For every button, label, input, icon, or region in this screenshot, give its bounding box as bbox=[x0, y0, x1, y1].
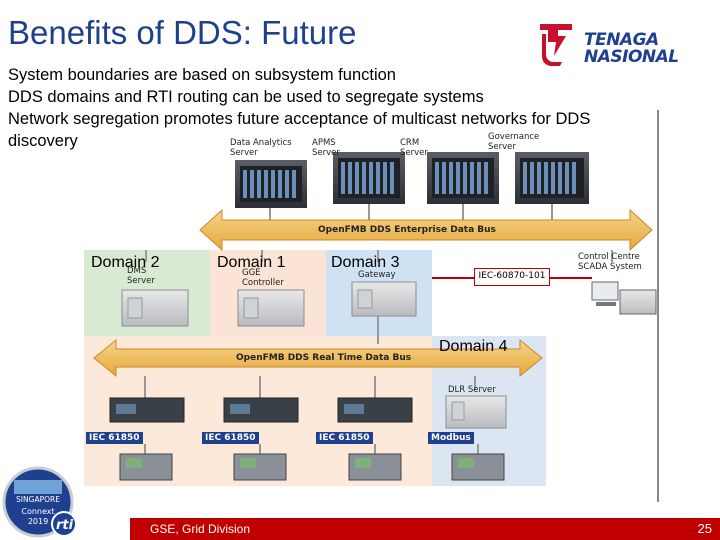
connext-2019-badge: SINGAPORE Connext 2019 rti bbox=[0, 462, 84, 540]
badge-line-2: Connext bbox=[21, 507, 55, 516]
scada-workstation-icon bbox=[591, 281, 657, 315]
logo-line-1: TENAGA bbox=[584, 30, 659, 50]
badge-line-1: SINGAPORE bbox=[16, 495, 60, 504]
bullet-1: System boundaries are based on subsystem… bbox=[8, 66, 396, 84]
tenaga-nasional-logo: TENAGA NASIONAL bbox=[536, 18, 686, 78]
page-number: 25 bbox=[697, 521, 712, 536]
iec-60870-box: IEC-60870-101 bbox=[474, 268, 550, 286]
realtime-bus-arrow bbox=[93, 338, 543, 378]
bullet-3: Network segregation promotes future acce… bbox=[8, 110, 591, 150]
controller-icon bbox=[237, 289, 305, 327]
domain-2-label: Domain 2 bbox=[91, 254, 160, 271]
bullet-list: System boundaries are based on subsystem… bbox=[8, 64, 658, 152]
protocol-tag-2: IEC 61850 bbox=[202, 432, 259, 444]
dlr-server-icon bbox=[445, 395, 507, 429]
relay-4-icon bbox=[451, 453, 505, 481]
domain-3-label: Domain 3 bbox=[331, 254, 400, 271]
rack-server-4-icon bbox=[515, 152, 589, 204]
dms-server-label: DMS Server bbox=[127, 266, 155, 286]
tnb-emblem-icon bbox=[540, 24, 572, 66]
footer-department: GSE, Grid Division bbox=[150, 522, 251, 536]
divider-line bbox=[657, 110, 659, 502]
controller-label: GGE Controller bbox=[242, 268, 284, 288]
logo-line-2: NASIONAL bbox=[584, 47, 679, 67]
domain-1-label: Domain 1 bbox=[217, 254, 286, 271]
server-label-data-analytics: Data Analytics Server bbox=[230, 138, 292, 158]
dlr-server-label: DLR Server bbox=[448, 385, 496, 395]
relay-2-icon bbox=[233, 453, 287, 481]
server-label-governance: Governance Server bbox=[488, 132, 540, 152]
rack-server-2-icon bbox=[333, 152, 405, 204]
gateway-icon bbox=[351, 281, 417, 317]
realtime-bus-label: OpenFMB DDS Real Time Data Bus bbox=[236, 353, 412, 363]
badge-line-3: 2019 bbox=[27, 517, 49, 526]
rtu-device-3-icon bbox=[337, 397, 413, 423]
footer-bar: GSE, Grid Division 25 bbox=[130, 518, 720, 540]
slide-title: Benefits of DDS: Future bbox=[8, 14, 357, 51]
server-label-apms: APMS Server bbox=[312, 138, 340, 158]
gateway-label: Gateway bbox=[358, 270, 396, 280]
relay-3-icon bbox=[348, 453, 402, 481]
protocol-tag-1: IEC 61850 bbox=[86, 432, 143, 444]
control-centre-label: Control Centre SCADA System bbox=[578, 252, 642, 272]
rtu-device-1-icon bbox=[109, 397, 185, 423]
enterprise-bus-label: OpenFMB DDS Enterprise Data Bus bbox=[318, 225, 496, 235]
protocol-tag-4: Modbus bbox=[428, 432, 474, 444]
enterprise-bus-arrow bbox=[199, 208, 653, 252]
bullet-2: DDS domains and RTI routing can be used … bbox=[8, 88, 484, 106]
rti-logo: rti bbox=[56, 518, 74, 533]
badge-emblem-icon bbox=[2, 466, 77, 538]
relay-1-icon bbox=[119, 453, 173, 481]
rack-server-3-icon bbox=[427, 152, 499, 204]
rack-server-1-icon bbox=[235, 160, 307, 208]
protocol-tag-3: IEC 61850 bbox=[316, 432, 373, 444]
dms-server-icon bbox=[121, 289, 189, 327]
server-label-crm: CRM Server bbox=[400, 138, 428, 158]
rtu-device-2-icon bbox=[223, 397, 299, 423]
domain-4-label: Domain 4 bbox=[439, 338, 508, 355]
